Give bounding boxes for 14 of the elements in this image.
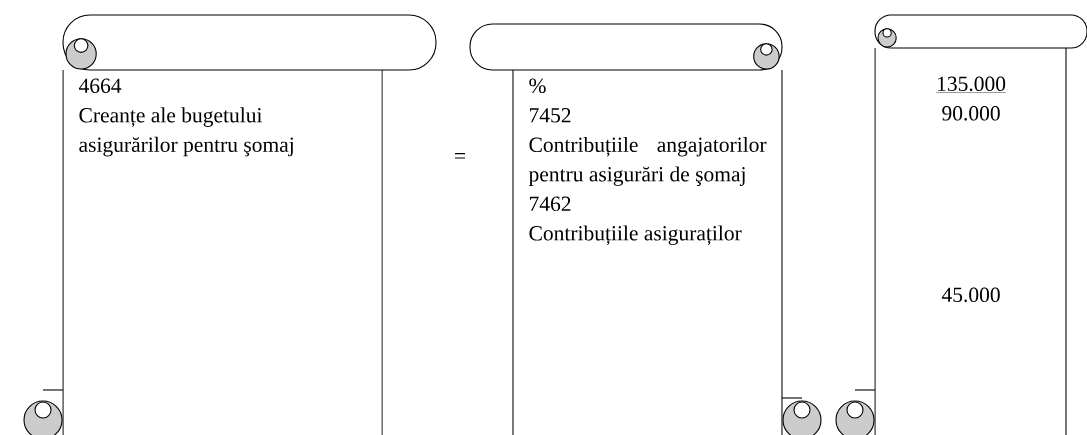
scroll-box: % 7452 Contribuțiile angajatorilor pentru asigurări de şomaj 7462 Contribuțiile asiguraților bbox=[469, 23, 822, 435]
scroll-box: 135.000 90.000 45.000 bbox=[835, 14, 1087, 435]
scroll-box: 4664 Creanțe ale bugetului asigurărilor pentru şomaj bbox=[23, 14, 437, 435]
node-label: 4664 bbox=[78, 78, 122, 93]
node-label: Creanțe ale bugetului asigurărilor pentru şomaj bbox=[79, 107, 293, 157]
node-label: 90.000 bbox=[942, 106, 1000, 121]
node-label: 45.000 bbox=[941, 287, 1000, 303]
node-label: Contribuțiile asiguraților bbox=[529, 225, 742, 245]
equals-sign: = bbox=[455, 153, 465, 159]
node-label: 7452 bbox=[529, 108, 571, 123]
node-label: 7462 bbox=[529, 196, 571, 212]
node-label: Contribuțiile angajatorilor pentru asigurări de şomaj bbox=[528, 136, 767, 186]
node-label: % bbox=[529, 78, 546, 94]
node-label: 135.000 bbox=[938, 76, 1006, 92]
